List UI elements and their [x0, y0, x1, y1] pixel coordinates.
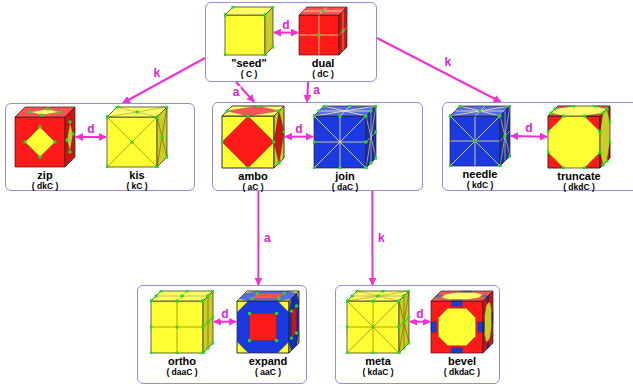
node-caption: needle( kdC ): [449, 168, 511, 190]
polyhedron-name: expand: [236, 355, 300, 367]
operator-arrow: [123, 58, 205, 103]
polyhedron-illustration: [547, 105, 611, 169]
polyhedron-illustration: [449, 105, 511, 167]
polyhedron-node: join( daC ): [313, 105, 377, 193]
node-caption: kis( kC ): [106, 169, 168, 191]
operator-arrow: [257, 191, 259, 285]
notation-label: ( daaC ): [150, 367, 214, 377]
node-caption: bevel( dkdaC ): [430, 355, 494, 377]
group-panel: meta( kdaC ) bevel( dkdaC ): [335, 285, 500, 384]
operator-label: a: [312, 84, 321, 96]
operator-label: d: [281, 19, 290, 31]
operator-label: a: [232, 86, 241, 98]
operator-arrow: [307, 82, 308, 102]
node-caption: ortho( daaC ): [150, 355, 214, 377]
polyhedron-name: needle: [449, 168, 511, 180]
group-panel: zip( dkC ) kis( kC ): [5, 103, 195, 191]
operator-arrow: [214, 321, 236, 323]
node-caption: meta( kdaC ): [346, 355, 410, 377]
notation-label: ( dC ): [298, 69, 348, 79]
polyhedron-illustration: [221, 105, 285, 169]
polyhedron-illustration: [150, 290, 214, 354]
operator-arrow: [410, 321, 430, 323]
polyhedron-name: "seed": [224, 57, 274, 69]
operator-label: a: [263, 232, 272, 244]
operator-label: d: [220, 308, 229, 320]
operator-arrow: [76, 136, 106, 138]
node-caption: expand( aaC ): [236, 355, 300, 377]
polyhedron-name: dual: [298, 57, 348, 69]
polyhedron-name: meta: [346, 355, 410, 367]
polyhedron-node: "seed"( C ): [224, 6, 274, 80]
notation-label: ( dkC ): [14, 181, 76, 191]
polyhedron-node: bevel( dkdaC ): [430, 290, 494, 378]
notation-label: ( kdaC ): [346, 367, 410, 377]
notation-label: ( aaC ): [236, 367, 300, 377]
polyhedron-illustration: [430, 290, 494, 354]
group-panel: "seed"( C ) dual( dC ): [205, 2, 377, 82]
polyhedron-node: meta( kdaC ): [346, 290, 410, 378]
operator-label: d: [524, 122, 533, 134]
notation-label: ( dkdaC ): [430, 367, 494, 377]
group-panel: ambo( aC ) join( daC ): [212, 102, 423, 191]
polyhedron-name: truncate: [547, 170, 611, 182]
notation-label: ( kC ): [106, 181, 168, 191]
polyhedron-name: zip: [14, 169, 76, 181]
polyhedron-name: bevel: [430, 355, 494, 367]
polyhedron-illustration: [298, 6, 348, 56]
polyhedron-name: kis: [106, 169, 168, 181]
node-caption: ambo( aC ): [221, 170, 285, 192]
operator-arrow: [511, 135, 547, 138]
operator-label: k: [377, 232, 386, 244]
polyhedron-illustration: [346, 290, 410, 354]
polyhedron-illustration: [236, 290, 300, 354]
polyhedron-illustration: [313, 105, 377, 169]
polyhedron-node: expand( aaC ): [236, 290, 300, 378]
polyhedron-name: ambo: [221, 170, 285, 182]
polyhedron-node: ortho( daaC ): [150, 290, 214, 378]
group-panel: ortho( daaC ) expand( aaC ): [137, 285, 307, 384]
notation-label: ( daC ): [313, 182, 377, 192]
node-caption: "seed"( C ): [224, 57, 274, 79]
notation-label: ( dkdC ): [547, 182, 611, 192]
polyhedron-node: ambo( aC ): [221, 105, 285, 193]
node-caption: join( daC ): [313, 170, 377, 192]
node-caption: dual( dC ): [298, 57, 348, 79]
notation-label: ( aC ): [221, 182, 285, 192]
polyhedron-node: needle( kdC ): [449, 105, 511, 191]
operator-arrow: [371, 191, 373, 285]
group-panel: needle( kdC ) truncate( dkdC ): [442, 102, 633, 191]
operator-label: d: [86, 123, 95, 135]
polyhedron-node: dual( dC ): [298, 6, 348, 80]
operator-arrow: [377, 38, 501, 102]
polyhedron-illustration: [106, 106, 168, 168]
polyhedron-node: kis( kC ): [106, 106, 168, 192]
polyhedron-node: truncate( dkdC ): [547, 105, 611, 193]
polyhedron-illustration: [224, 6, 274, 56]
polyhedron-node: zip( dkC ): [14, 106, 76, 192]
polyhedron-name: join: [313, 170, 377, 182]
polyhedron-name: ortho: [150, 355, 214, 367]
operator-label: d: [415, 308, 424, 320]
notation-label: ( kdC ): [449, 180, 511, 190]
polyhedron-illustration: [14, 106, 76, 168]
operator-label: d: [294, 123, 303, 135]
node-caption: truncate( dkdC ): [547, 170, 611, 192]
operator-label: k: [153, 67, 162, 79]
operator-label: k: [444, 56, 453, 68]
operator-arrow: [274, 32, 298, 34]
operator-arrow: [285, 136, 313, 138]
node-caption: zip( dkC ): [14, 169, 76, 191]
notation-label: ( C ): [224, 69, 274, 79]
